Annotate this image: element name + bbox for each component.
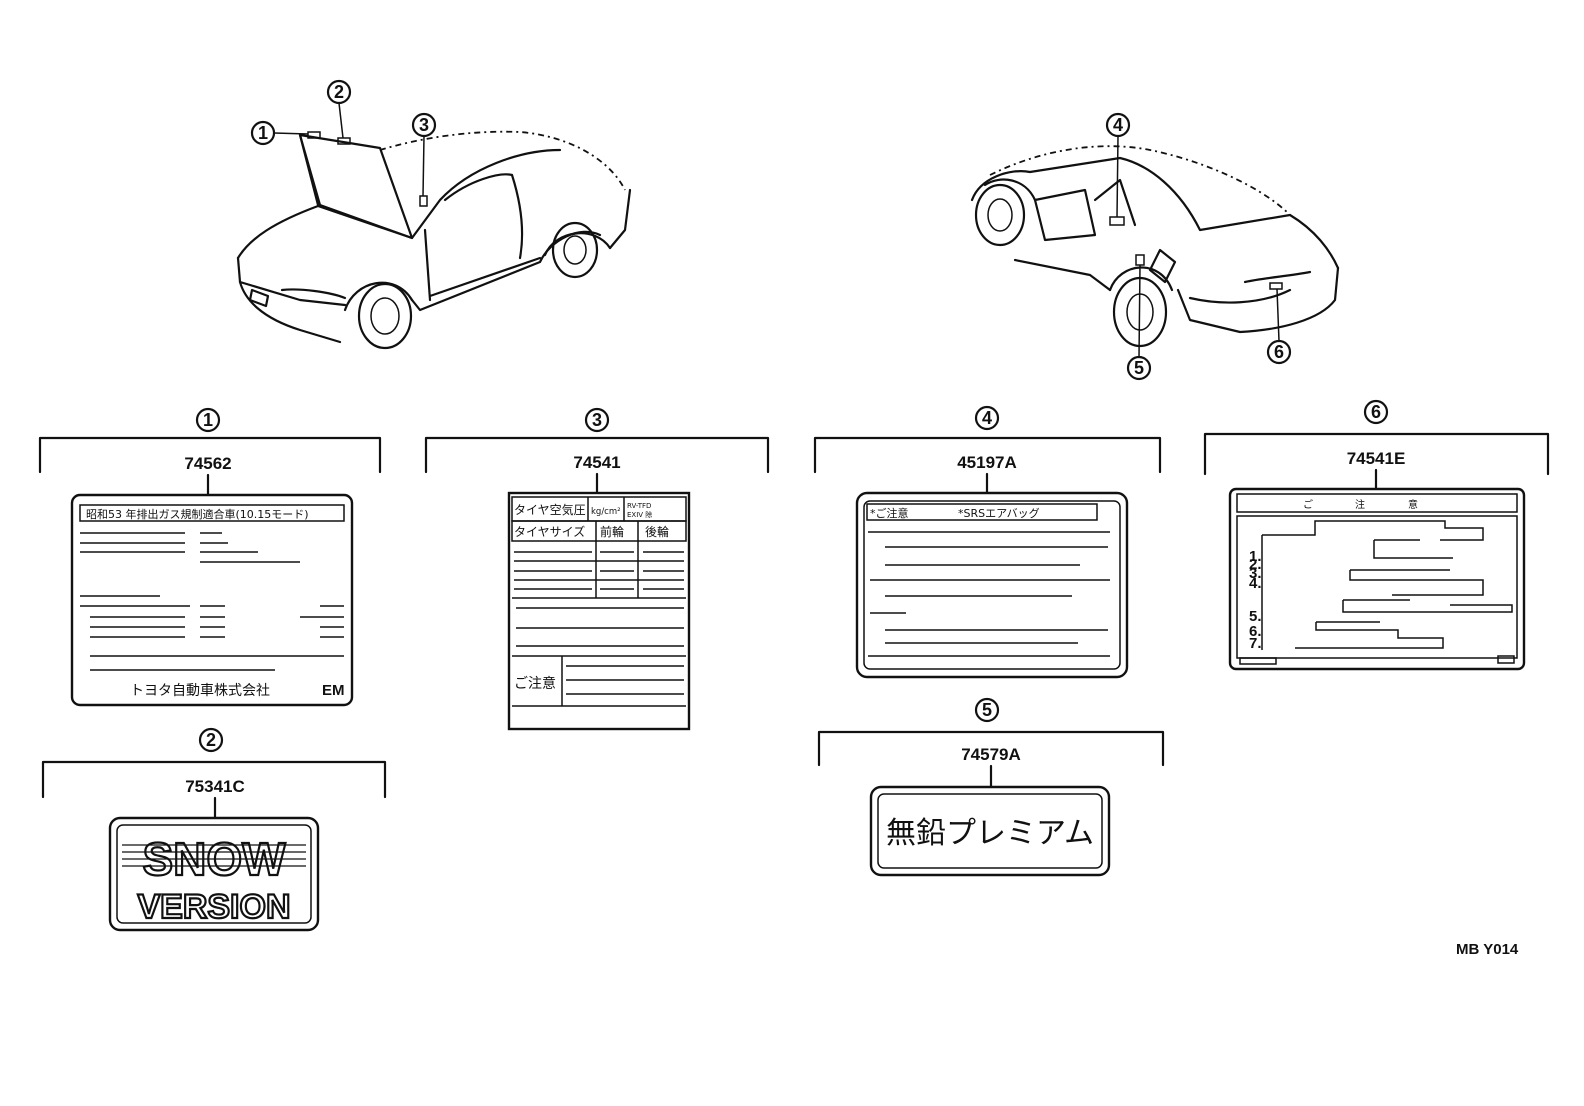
svg-text:5: 5 — [1134, 358, 1144, 378]
part-number: 74562 — [184, 454, 231, 473]
tire-pressure-title: タイヤ空気圧 — [514, 502, 586, 517]
part-1-group: 1 74562 — [38, 407, 382, 497]
svg-text:6.: 6. — [1249, 623, 1262, 640]
srs-text: *SRSエアバッグ — [958, 506, 1040, 520]
svg-text:6: 6 — [1371, 402, 1381, 422]
svg-text:ご: ご — [1303, 498, 1313, 511]
part-5-group: 5 74579A — [817, 697, 1165, 789]
part-number: 45197A — [957, 453, 1017, 472]
svg-text:5.: 5. — [1249, 608, 1262, 625]
svg-text:前輪: 前輪 — [600, 524, 624, 539]
svg-text:3.: 3. — [1249, 565, 1262, 582]
svg-text:1.: 1. — [1249, 548, 1262, 565]
label-74562: 昭和53 年排出ガス規制適合車(10.15モード) トヨタ自動車株式会社 EM — [70, 493, 354, 707]
svg-text:意: 意 — [1408, 498, 1418, 511]
svg-text:3: 3 — [419, 115, 429, 135]
part-4-group: 4 45197A — [813, 405, 1162, 495]
rear-car-illustration — [970, 145, 1340, 348]
front-car-illustration — [236, 130, 632, 350]
label-45197A: *ご注意 *SRSエアバッグ — [855, 491, 1129, 679]
svg-text:3: 3 — [592, 410, 602, 430]
label-74541: タイヤ空気圧 kg/cm² RV-TFD EXIV 除 タイヤサイズ 前輪 後輪… — [507, 491, 691, 731]
label-74579A: 無鉛プレミアム — [869, 785, 1111, 877]
svg-text:6: 6 — [1274, 342, 1284, 362]
part-6-group: 6 74541E — [1203, 399, 1550, 491]
version-text: VERSION — [137, 888, 290, 926]
svg-text:7.: 7. — [1249, 635, 1262, 652]
caution-text: *ご注意 — [870, 506, 909, 520]
rear-car-callouts: 4 5 6 — [1105, 112, 1292, 381]
svg-text:5: 5 — [982, 700, 992, 720]
svg-text:EXIV 除: EXIV 除 — [627, 510, 652, 519]
svg-text:タイヤサイズ: タイヤサイズ — [514, 524, 585, 539]
part-number: 75341C — [185, 777, 245, 796]
svg-text:2: 2 — [334, 82, 344, 102]
label-74541E: ご 注 意 1. 2. 3. 4. 5. 6. 7. — [1228, 487, 1526, 671]
part-number: 74541E — [1347, 449, 1406, 468]
caution-text: ご注意 — [514, 675, 556, 692]
part-3-group: 3 74541 — [424, 407, 770, 495]
part-number: 74579A — [961, 745, 1021, 764]
svg-text:2: 2 — [206, 730, 216, 750]
svg-text:注: 注 — [1355, 498, 1365, 511]
unit-text: kg/cm² — [591, 507, 621, 517]
svg-text:RV-TFD: RV-TFD — [627, 502, 651, 510]
svg-text:4: 4 — [1113, 115, 1123, 135]
svg-text:4: 4 — [982, 408, 992, 428]
svg-text:4.: 4. — [1249, 575, 1262, 592]
svg-text:1: 1 — [203, 410, 213, 430]
part-number: 74541 — [573, 453, 620, 472]
label-header: 昭和53 年排出ガス規制適合車(10.15モード) — [86, 507, 309, 521]
svg-text:1: 1 — [258, 123, 268, 143]
maker-name: トヨタ自動車株式会社 — [130, 682, 270, 699]
label-75341C: SNOW VERSION — [108, 816, 320, 932]
part-2-group: 2 75341C — [41, 727, 387, 820]
label-code: EM — [322, 682, 345, 699]
figure-code: MB Y014 — [1456, 941, 1519, 958]
svg-text:2.: 2. — [1249, 556, 1262, 573]
unleaded-premium-text: 無鉛プレミアム — [886, 816, 1094, 851]
svg-text:後輪: 後輪 — [645, 524, 669, 539]
front-car-callouts: 1 2 3 — [250, 79, 437, 197]
